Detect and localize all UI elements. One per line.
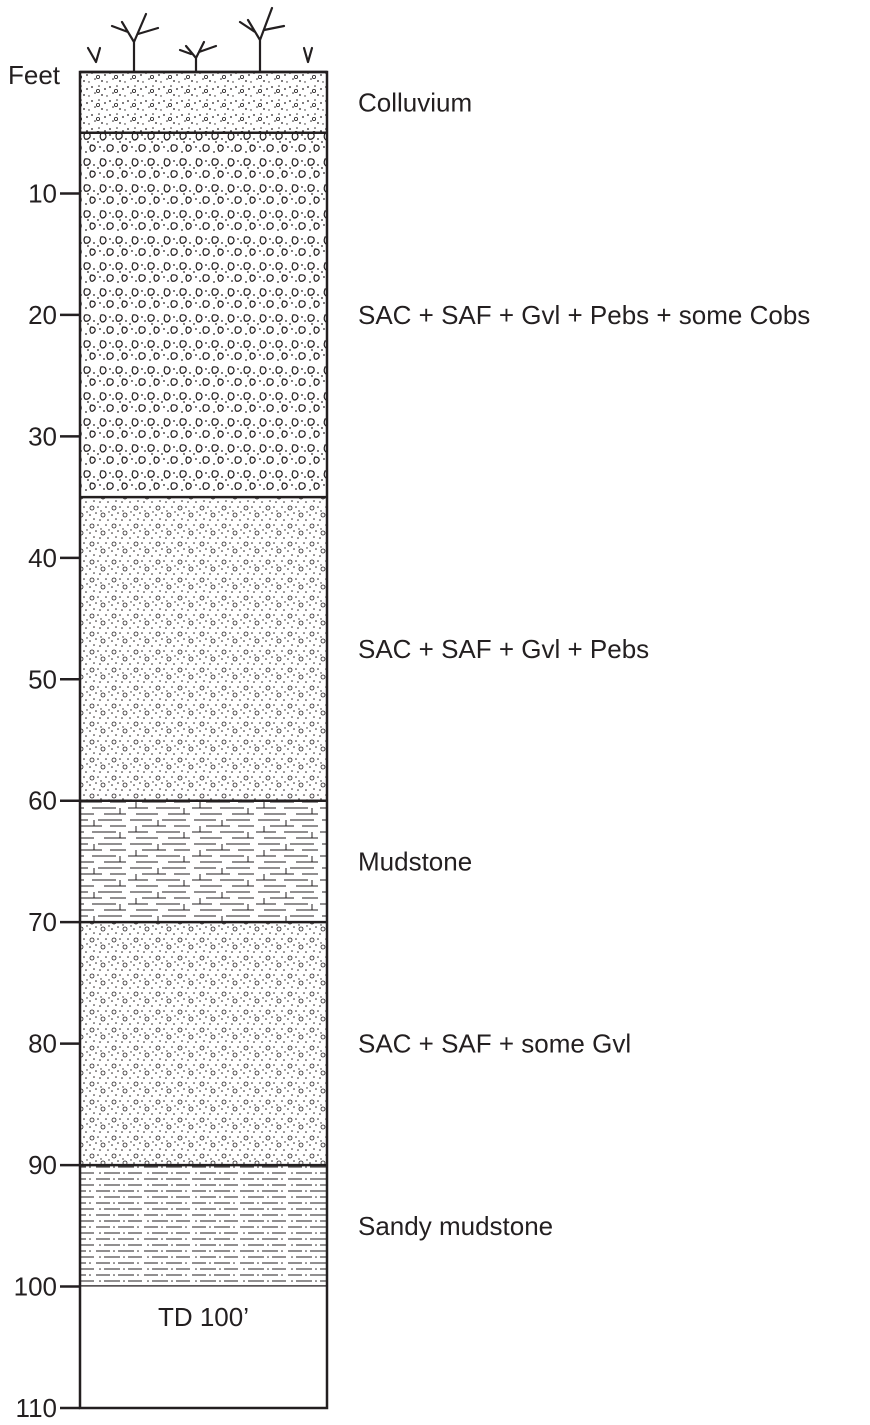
layer-sandy-mudstone	[80, 1165, 327, 1287]
layer-pebbly-gravel	[80, 132, 327, 498]
depth-tick-label: 70	[28, 907, 57, 937]
depth-tick-label: 60	[28, 786, 57, 816]
layer-blank	[80, 1286, 327, 1408]
layer-label: SAC + SAF + Gvl + Pebs + some Cobs	[358, 300, 810, 330]
depth-unit-label: Feet	[8, 60, 61, 90]
layer-dotted-circles	[80, 497, 327, 801]
depth-tick-label: 40	[28, 543, 57, 573]
total-depth-label: TD 100’	[158, 1302, 249, 1332]
layer-mudstone	[80, 800, 327, 923]
layer-label: Sandy mudstone	[358, 1211, 553, 1241]
layer-label: SAC + SAF + some Gvl	[358, 1029, 631, 1059]
depth-axis: 10 20 30 40 50 60 70 80 90 100 110	[14, 178, 80, 1423]
depth-tick-label: 20	[28, 300, 57, 330]
layer-dotted-circles	[80, 922, 327, 1166]
depth-tick-label: 110	[16, 1393, 57, 1423]
depth-tick-label: 30	[28, 421, 57, 451]
layer-label: Mudstone	[358, 846, 472, 876]
depth-tick-label: 80	[28, 1029, 57, 1059]
layer-dotted-fine	[80, 72, 327, 133]
vegetation-icon	[86, 6, 314, 74]
depth-tick-label: 90	[28, 1150, 57, 1180]
depth-tick-label: 100	[14, 1272, 57, 1302]
layer-label: SAC + SAF + Gvl + Pebs	[358, 634, 649, 664]
depth-tick-label: 50	[28, 664, 57, 694]
layer-label: Colluvium	[358, 87, 472, 117]
depth-tick-label: 10	[28, 178, 57, 208]
